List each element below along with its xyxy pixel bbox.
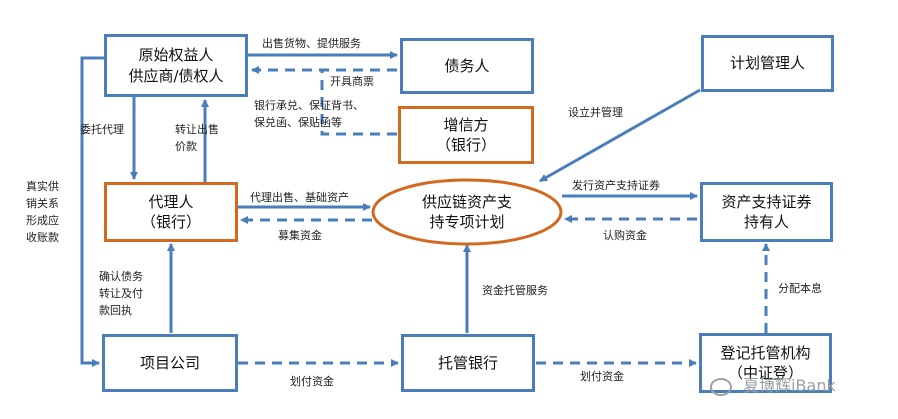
plan-manager-label: 计划管理人 <box>729 54 805 73</box>
credit-enhancer-label: 增信方 （银行） <box>435 115 496 154</box>
agent-label: 代理人 （银行） <box>140 192 201 231</box>
arrow-real-supply <box>80 56 104 367</box>
watermark: 夏博辉iBank <box>710 372 836 396</box>
registry-label: 登记托管机构 （中证登） <box>720 343 811 382</box>
debtor-label: 债务人 <box>444 56 490 75</box>
holders-box: 资产支持证券 持有人 <box>700 182 833 242</box>
originator-box: 原始权益人 供应商/债权人 <box>104 34 248 97</box>
label-agent-sell: 代理出售、基础资产 <box>250 191 349 204</box>
label-issue-abs: 发行资产支持证券 <box>572 179 660 192</box>
label-setup-manage: 设立并管理 <box>568 106 623 119</box>
project-company-box: 项目公司 <box>102 334 238 392</box>
originator-label: 原始权益人 供应商/债权人 <box>128 46 224 85</box>
label-bank-guarantee: 银行承兑、保证背书、 保兑函、保贴函等 <box>254 99 364 130</box>
label-pay-funds-2: 划付资金 <box>580 370 624 383</box>
label-confirm-debt: 确认债务 转让及付 款回执 <box>99 270 143 318</box>
holders-label: 资产支持证券 持有人 <box>721 192 812 231</box>
label-pay-funds-1: 划付资金 <box>290 375 334 388</box>
spv-ellipse <box>371 178 563 246</box>
watermark-text: 夏博辉iBank <box>743 376 836 395</box>
debtor-box: 债务人 <box>400 38 534 94</box>
label-raise-funds: 募集资金 <box>278 229 322 242</box>
label-transfer-sale: 转让出售 价款 <box>175 123 219 154</box>
custodian-box: 托管银行 <box>401 334 535 392</box>
registry-box: 登记托管机构 （中证登） <box>699 333 832 393</box>
label-real-supply: 真实供 销关系 形成应 收账款 <box>26 180 59 245</box>
label-custody-service: 资金托管服务 <box>482 284 548 297</box>
arrow-setup-manage <box>539 88 701 183</box>
credit-enhancer-box: 增信方 （银行） <box>398 106 534 164</box>
arrow-guarantee <box>320 70 397 136</box>
label-distribute: 分配本息 <box>778 282 822 295</box>
spv-text-box: 供应链资产支 持专项计划 <box>385 186 549 238</box>
label-issue-bill: 开具商票 <box>330 75 374 88</box>
label-entrust-agent: 委托代理 <box>80 123 124 136</box>
plan-manager-box: 计划管理人 <box>701 35 834 92</box>
wechat-icon <box>710 377 732 396</box>
agent-box: 代理人 （银行） <box>104 182 238 242</box>
spv-label: 供应链资产支 持专项计划 <box>421 192 512 231</box>
project-company-label: 项目公司 <box>139 353 200 372</box>
label-subscribe-funds: 认购资金 <box>603 229 647 242</box>
custodian-label: 托管银行 <box>437 353 498 372</box>
label-sell-goods: 出售货物、提供服务 <box>262 37 361 50</box>
